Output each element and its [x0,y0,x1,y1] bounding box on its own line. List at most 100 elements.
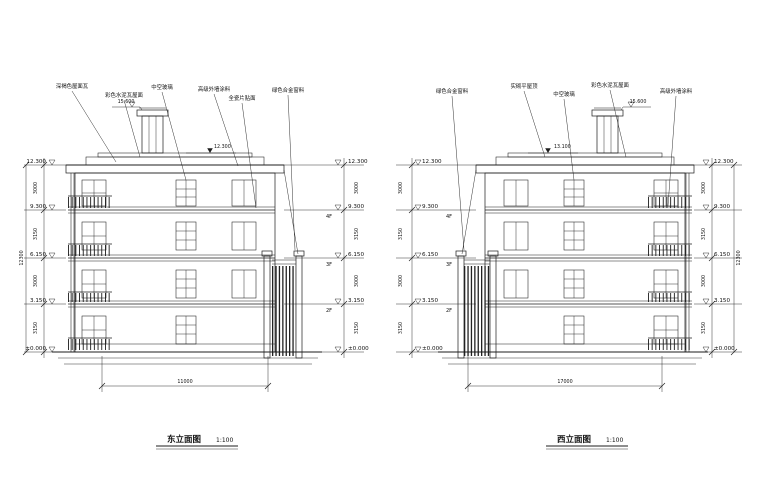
annotation-flat-roof: 实砌平屋顶 [511,82,539,90]
floor-label: 4F [446,214,452,220]
segment-dim: 3000 [354,182,360,194]
arrow-down-icon [545,148,551,153]
title-text: 东立面图 [167,434,201,445]
title-text: 西立面图 [557,434,591,445]
overall-dim: 12300 [736,250,742,265]
level-text: ±0.000 [714,346,735,352]
segment-dim: 3000 [354,275,360,287]
chimney-level-text: 15.600 [118,99,135,105]
right-dim-chain-outer: 12.300 9.300 6.150 3.150 ±0.000 3000 315… [694,158,742,358]
roof [475,152,695,174]
chimney-level-marker: 15.600 [112,99,143,111]
floor-bands [485,206,692,308]
level-text: ±0.000 [348,346,369,352]
level-text: 3.150 [714,298,730,304]
side-windows-right [231,179,257,299]
level-text: ±0.000 [422,346,443,352]
segment-dim: 3000 [33,182,39,194]
annotation-wall-paint: 高级外墙涂料 [198,85,231,93]
annotation-window-frame: 绿色合金窗料 [436,87,469,95]
ridge-level-text: 13.100 [554,144,571,150]
ground-lines [52,351,322,365]
floor-label: 2F [446,308,452,314]
floor-label: 3F [446,262,452,268]
level-text: 6.150 [422,252,438,258]
chimney-level-text: 15.600 [630,99,647,105]
segment-dim: 3150 [33,322,39,334]
segment-dim: 3000 [701,275,707,287]
balcony-railings [648,195,692,350]
width-dimension: 11000 [98,356,272,392]
level-marker-icon [627,101,635,108]
balcony-railings [68,195,112,350]
level-text: 12.300 [714,159,734,165]
level-text: 6.150 [348,252,364,258]
left-dim-chain-inner: 12.300 9.300 6.150 3.150 ±0.000 3000 315… [284,158,369,358]
level-text: 12.300 [348,159,368,165]
segment-dim: 3000 [398,182,404,194]
chimney [136,107,169,154]
segment-dim: 3000 [398,275,404,287]
level-marker-icon [334,159,342,353]
floor-bands [68,206,275,308]
left-dim-chain-outer: 12.300 9.300 6.150 3.150 ±0.000 3000 315… [19,158,66,358]
width-dimension: 17000 [464,356,666,392]
level-text: 12.300 [422,159,442,165]
annotation-wall-paint: 高级外墙涂料 [660,87,693,95]
material-annotations: 深褐色屋面瓦 彩色水泥瓦屋面 中空玻璃 高级外墙涂料 全瓷片贴面 绿色合金窗料 [56,82,305,251]
arrow-down-icon [207,148,213,153]
level-text: ±0.000 [25,346,46,352]
level-marker-icon [702,159,710,353]
segment-dim: 3150 [701,228,707,240]
material-annotations: 绿色合金窗料 实砌平屋顶 中空玻璃 彩色水泥瓦屋面 高级外墙涂料 [436,81,693,251]
level-text: 3.150 [348,298,364,304]
side-windows-right [653,179,679,345]
width-dim-text: 11000 [177,379,192,385]
level-text: 3.150 [30,298,46,304]
floor-label: 3F [326,262,332,268]
level-marker-icon [48,159,56,353]
level-text: 6.150 [30,252,46,258]
segment-dim: 3150 [33,228,39,240]
level-text: 3.150 [422,298,438,304]
chimney [591,107,624,154]
level-marker-icon [414,159,422,353]
ridge-level-marker: 13.100 [528,144,578,154]
building-outline [484,172,690,353]
roof [65,152,285,174]
ridge-level-marker: 12.300 [186,144,236,154]
annotation-window-frame: 绿色合金窗料 [272,86,305,94]
east-elevation: 15.600 12.300 [19,82,369,450]
level-text: 9.300 [30,204,46,210]
segment-dim: 3150 [701,322,707,334]
right-dim-chain-inner: 12.300 9.300 6.150 3.150 ±0.000 3000 315… [396,158,476,358]
level-marker-icon [128,101,136,108]
width-dim-text: 17000 [557,379,572,385]
stair-windows [563,179,585,345]
annotation-tile-facing: 全瓷片贴面 [229,94,257,102]
level-text: 12.300 [26,159,46,165]
annotation-glazing: 中空玻璃 [553,90,575,98]
drawing-title: 东立面图 1:100 [156,434,238,450]
level-text: 9.300 [422,204,438,210]
segment-dim: 3150 [354,228,360,240]
level-text: 6.150 [714,252,730,258]
gate-fence [455,169,499,359]
segment-dim: 3150 [398,322,404,334]
segment-dim: 3000 [33,275,39,287]
segment-dim: 3150 [398,228,404,240]
side-windows-left [503,179,529,299]
level-text: 9.300 [714,204,730,210]
level-text: 9.300 [348,204,364,210]
title-scale: 1:100 [216,437,233,444]
annotation-cement-tile: 彩色水泥瓦屋面 [105,91,143,99]
ground-lines [438,351,708,365]
annotation-glazing: 中空玻璃 [151,83,173,91]
floor-label: 4F [326,214,332,220]
title-scale: 1:100 [606,437,623,444]
annotation-roof-tile: 深褐色屋面瓦 [56,82,89,90]
west-elevation: 15.600 13.100 [396,81,742,450]
floor-label: 2F [326,308,332,314]
